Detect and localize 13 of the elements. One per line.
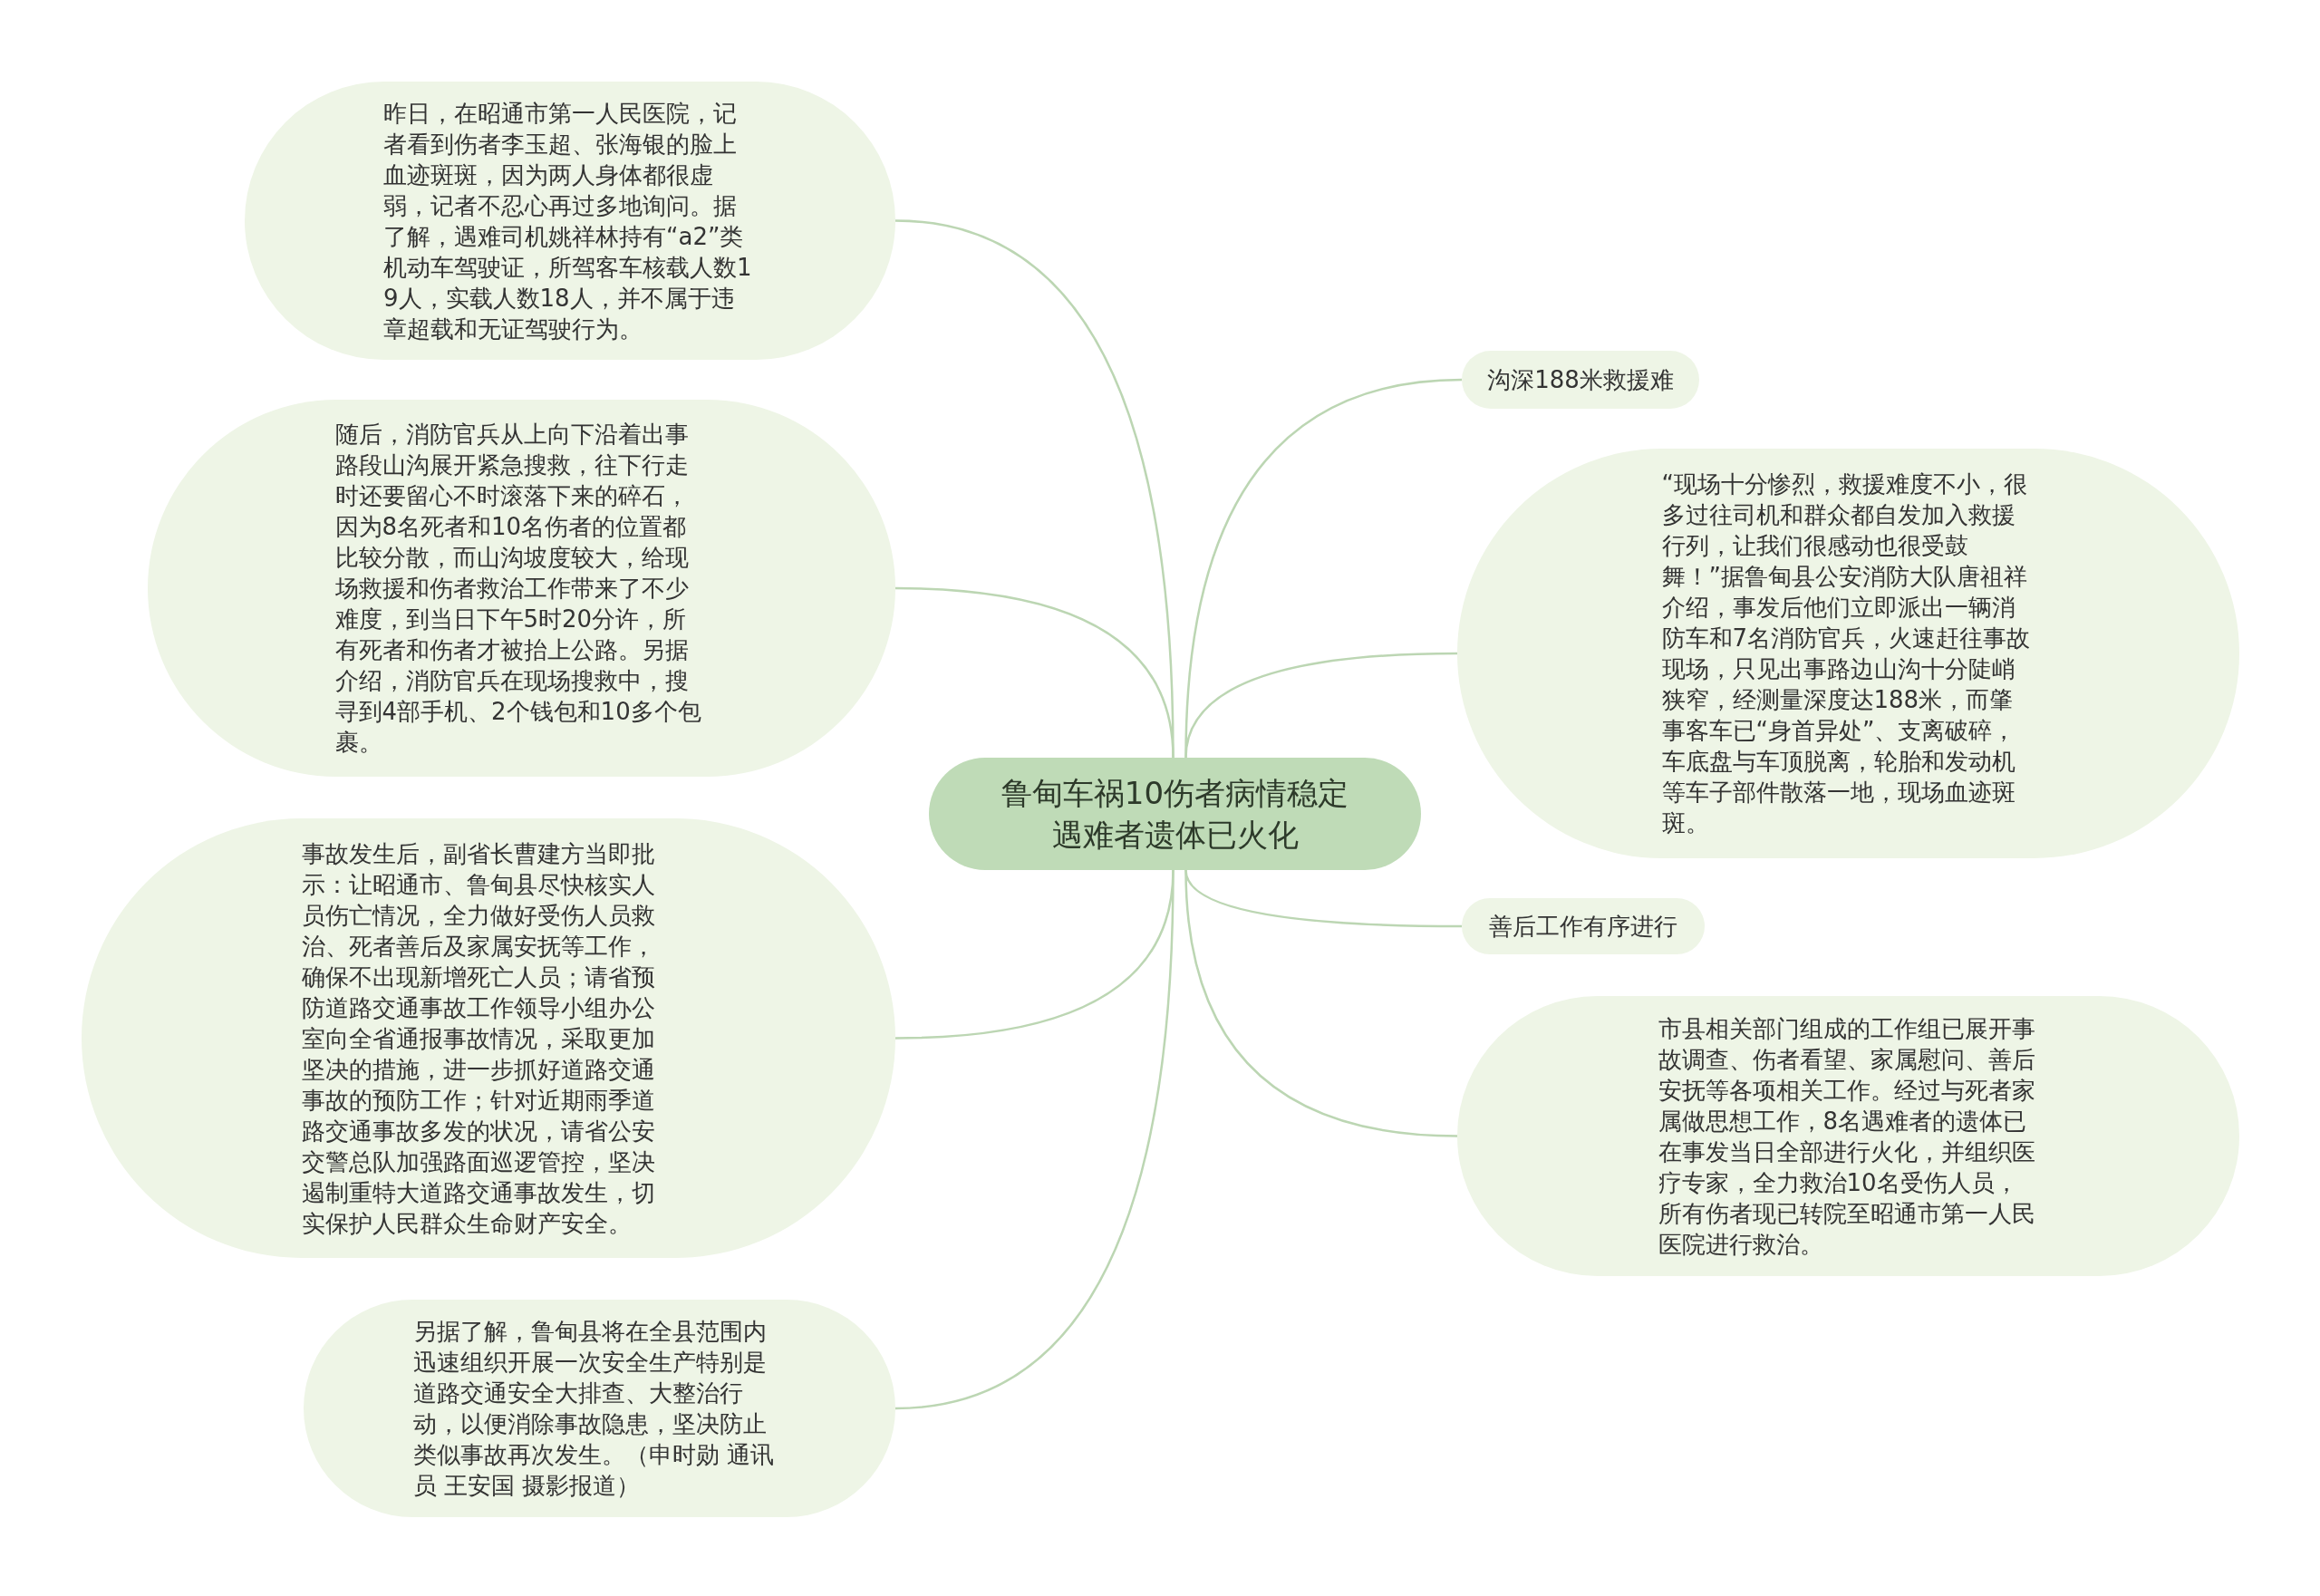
- branch-text: “现场十分惨烈，救援难度不小，很多过往司机和群众都自发加入救援行列，让我们很感动也很受鼓舞！”据鲁甸县公安消防大队唐祖祥介绍，事发后他们立即派出一辆消防车和7名消防官兵，火速赶往事故现场，只见出事路边山沟十分陡峭狭窄，经测量深度达188米，而肇事客车已“身首异处”、支离破碎，车底盘与车顶脱离，轮胎和发动机等车子部件散落一地，现场血迹斑斑。: [1661, 469, 2032, 838]
- connector-line: [1184, 652, 1458, 759]
- topic-text: 鲁甸车祸10伤者病情稳定遇难者遗体已火化: [1000, 774, 1350, 855]
- branch-text: 沟深188米救援难: [1487, 365, 1674, 395]
- branch-text: 事故发生后，副省长曹建方当即批示：让昭通市、鲁甸县尽快核实人员伤亡情况，全力做好受伤人员救治、死者善后及家属安抚等工作，确保不出现新增死亡人员；请省预防道路交通事故工作领导小组办公室向全省通报事故情况，采取更加坚决的措施，进一步抓好道路交通事故的预防工作；针对近期雨季道路交通事故多发的状况，请省公安交警总队加强路面巡逻管控，坚决遏制重特大道路交通事故发生，切实保护人民群众生命财产安全。: [302, 838, 656, 1239]
- branch-text: 另据了解，鲁甸县将在全县范围内迅速组织开展一次安全生产特别是道路交通安全大排查、大整治行动，以便消除事故隐患，坚决防止类似事故再次发生。（申时勋 通讯员 王安国 摄影报道）: [412, 1317, 775, 1501]
- connector-line: [894, 869, 1174, 1410]
- connector-line: [894, 586, 1174, 759]
- branch-text: 善后工作有序进行: [1489, 912, 1677, 942]
- branch-text: 市县相关部门组成的工作组已展开事故调查、伤者看望、家属慰问、善后安抚等各项相关工作。经过与死者家属做思想工作，8名遇难者的遗体已在事发当日全部进行火化，并组织医疗专家，全力救治10名受伤人员，所有伤者现已转院至昭通市第一人民医院进行救治。: [1658, 1013, 2036, 1260]
- branch-text: 昨日，在昭通市第一人民医院，记者看到伤者李玉超、张海银的脸上血迹斑斑，因为两人身体都很虚弱，记者不忍心再过多地询问。据了解，遇难司机姚祥林持有“a2”类机动车驾驶证，所驾客车核载人数19人，实载人数18人，并不属于违章超载和无证驾驶行为。: [383, 98, 753, 344]
- branch-text: 随后，消防官兵从上向下沿着出事路段山沟展开紧急搜救，往下行走时还要留心不时滚落下来的碎石，因为8名死者和10名伤者的位置都比较分散，而山沟坡度较大，给现场救援和伤者救治工作带来了不少难度，到当日下午5时20分许，所有死者和伤者才被抬上公路。另据介绍，消防官兵在现场搜救中，搜寻到4部手机、2个钱包和10多个包裹。: [334, 420, 702, 758]
- connector-line: [1184, 869, 1458, 1137]
